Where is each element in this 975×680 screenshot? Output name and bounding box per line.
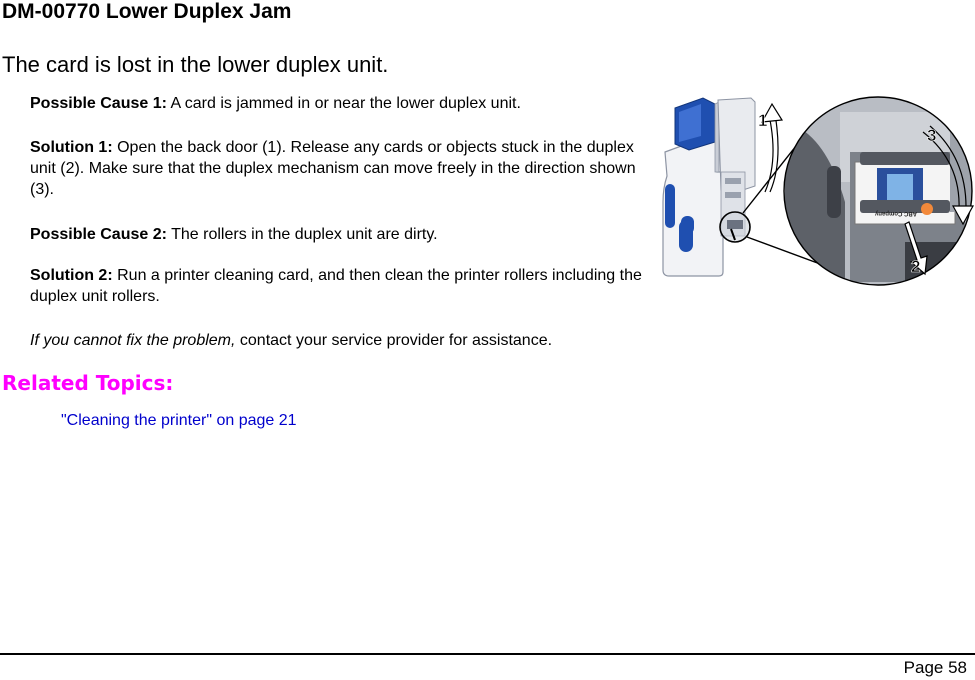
related-topic-link-cleaning[interactable]: "Cleaning the printer" on page 21 [61, 412, 297, 429]
related-topics-heading: Related Topics: [2, 371, 174, 395]
callout-2: 2 [911, 257, 920, 276]
possible-cause-1: Possible Cause 1: A card is jammed in or… [30, 93, 650, 114]
solution-1-text: Open the back door (1). Release any card… [30, 139, 636, 198]
intro-text: The card is lost in the lower duplex uni… [2, 52, 389, 77]
callout-3: 3 [927, 126, 936, 145]
fallback-text: contact your service provider for assist… [239, 332, 553, 349]
cause-2-label: Possible Cause 2: [30, 226, 167, 243]
solution-1-label: Solution 1: [30, 139, 113, 156]
zoomed-duplex-view [784, 97, 972, 285]
fallback-italic: If you cannot fix the problem, [30, 332, 236, 349]
arrow-3 [922, 131, 960, 211]
cause-1-label: Possible Cause 1: [30, 95, 167, 112]
solution-2-text: Run a printer cleaning card, and then cl… [30, 267, 642, 305]
duplex-jam-illustration: ABC Company 1 2 3 [662, 96, 975, 286]
arrow-1 [769, 113, 779, 193]
callout-1: 1 [758, 111, 767, 130]
solution-1: Solution 1: Open the back door (1). Rele… [30, 137, 652, 200]
zoom-circle [783, 96, 973, 286]
solution-2: Solution 2: Run a printer cleaning card,… [30, 265, 650, 307]
printer-icon [662, 97, 756, 277]
cause-1-text: A card is jammed in or near the lower du… [170, 95, 521, 112]
page-number: Page 58 [903, 658, 967, 677]
page-title: DM-00770 Lower Duplex Jam [2, 0, 292, 23]
possible-cause-2: Possible Cause 2: The rollers in the dup… [30, 224, 650, 245]
solution-2-label: Solution 2: [30, 267, 113, 284]
fallback-note: If you cannot fix the problem, contact y… [30, 330, 670, 351]
footer-divider [0, 653, 975, 655]
card-company-text: ABC Company [874, 210, 917, 216]
cause-2-text: The rollers in the duplex unit are dirty… [171, 226, 438, 243]
arrow-2 [904, 221, 928, 276]
